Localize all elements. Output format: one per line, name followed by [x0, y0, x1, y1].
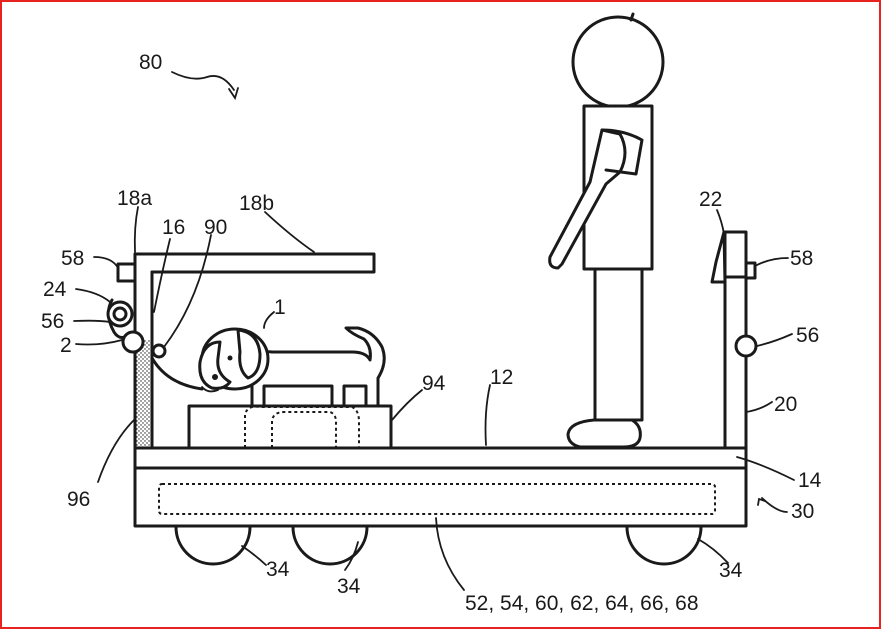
right-handle-58: [744, 261, 757, 280]
dog-1: [198, 326, 386, 408]
label-1: 1: [274, 296, 286, 319]
label-96: 96: [67, 488, 90, 511]
label-56-left: 56: [41, 310, 64, 333]
label-18b: 18b: [239, 192, 274, 215]
roller-56-left: [121, 330, 145, 354]
label-30: 30: [791, 500, 814, 523]
label-24: 24: [43, 278, 67, 301]
label-14: 14: [798, 469, 822, 492]
label-12: 12: [490, 366, 513, 389]
leader-lines: [73, 71, 795, 591]
handle-22: [710, 230, 727, 284]
person-head: [571, 15, 665, 109]
label-2: 2: [60, 334, 72, 357]
person-foot: [566, 418, 642, 449]
label-34-a: 34: [266, 558, 290, 581]
cart-lower-body: [133, 466, 748, 528]
label-34-c: 34: [719, 559, 743, 582]
roller-24-outer: [106, 300, 134, 328]
sensor-90: [151, 343, 167, 359]
roller-56-right: [734, 334, 758, 358]
reference-labels: 80 18a 18b 16 90 58 24 56 2 1 94 12 96 2…: [41, 51, 822, 615]
label-18a: 18a: [117, 187, 152, 210]
label-16: 16: [162, 216, 185, 239]
cushion-inner-dash: [244, 405, 360, 448]
label-80: 80: [139, 51, 162, 74]
floor-plate: [133, 446, 748, 470]
label-22: 22: [699, 188, 722, 211]
label-34-b: 34: [337, 575, 361, 598]
left-pad: [135, 340, 152, 448]
person-leg: [593, 267, 644, 422]
label-56-right: 56: [796, 324, 819, 347]
left-handle-58: [116, 262, 137, 283]
label-58-right: 58: [790, 247, 813, 270]
leash-16: [150, 356, 204, 391]
label-58-left: 58: [61, 247, 84, 270]
top-canopy: [133, 252, 376, 274]
roller-24-inner: [112, 306, 128, 322]
internal-components-box: [158, 483, 716, 515]
label-90: 90: [204, 216, 227, 239]
label-parts: 52, 54, 60, 62, 64, 66, 68: [465, 592, 699, 615]
label-94: 94: [422, 372, 446, 395]
label-20: 20: [774, 393, 797, 416]
person: [548, 12, 665, 449]
person-arm: [548, 128, 627, 270]
